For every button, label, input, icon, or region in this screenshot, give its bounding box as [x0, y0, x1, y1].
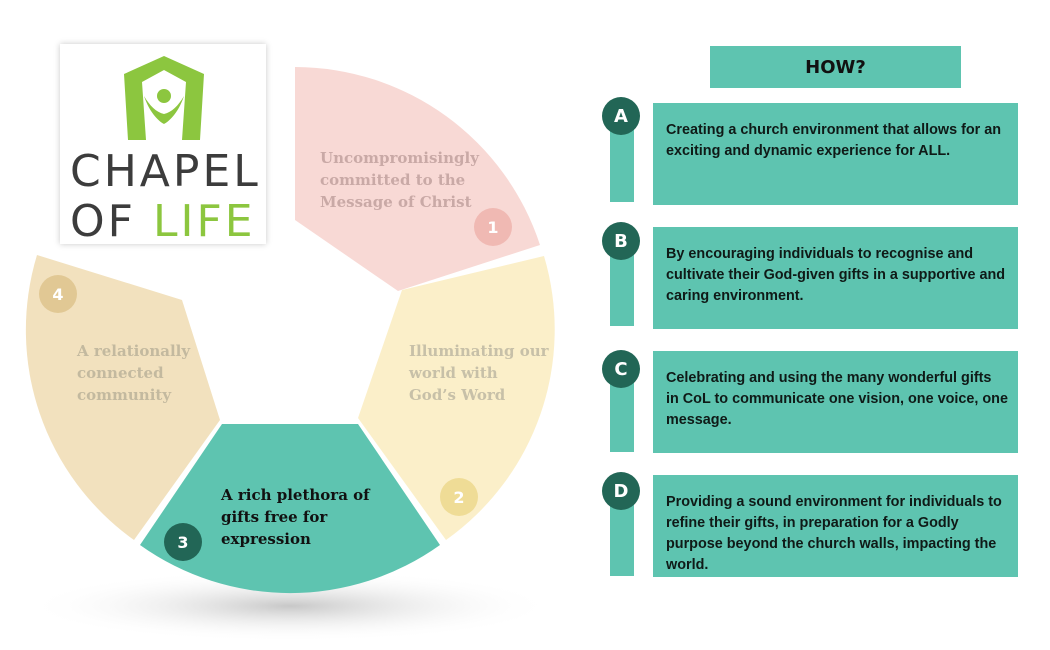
- item-c-text: Celebrating and using the many wonderful…: [653, 351, 1018, 453]
- item-b-text: By encouraging individuals to recognise …: [653, 227, 1018, 329]
- segment-2-line-1: Illuminating our: [409, 342, 550, 360]
- logo-word-of-life: OF LIFE: [70, 200, 256, 244]
- segment-3-shape: [140, 424, 440, 594]
- segment-4-line-1: A relationally: [76, 342, 191, 360]
- logo-word-life: LIFE: [152, 196, 256, 247]
- chapel-of-life-logo: CHAPEL OF LIFE: [60, 44, 266, 244]
- segment-3-badge: [164, 523, 202, 561]
- segment-1-text: Uncompromisingly committed to the Messag…: [320, 149, 484, 211]
- item-d-text: Providing a sound environment for indivi…: [653, 475, 1018, 577]
- person-house-icon: [124, 56, 204, 140]
- segment-3-text: A rich plethora of gifts free for expres…: [220, 486, 375, 548]
- segment-1-line-2: committed to the: [320, 171, 465, 189]
- purpose-wheel: Uncompromisingly committed to the Messag…: [25, 67, 555, 642]
- segment-2-line-3: God’s Word: [409, 386, 506, 404]
- item-b-badge: B: [602, 222, 640, 260]
- segment-3-line-3: expression: [221, 530, 311, 548]
- segment-2-line-2: world with: [408, 364, 498, 382]
- segment-4-line-2: connected: [77, 364, 164, 382]
- segment-1-line-3: Message of Christ: [320, 193, 472, 211]
- how-title: HOW?: [710, 46, 961, 88]
- segment-1-line-1: Uncompromisingly: [320, 149, 480, 167]
- item-c-badge: C: [602, 350, 640, 388]
- segment-4-badge: [39, 275, 77, 313]
- segment-2-shape: [358, 256, 555, 540]
- segment-1-badge: [474, 208, 512, 246]
- segment-4-shape: [25, 255, 220, 540]
- segment-4-number: 4: [52, 285, 63, 304]
- segment-4-text: A relationally connected community: [76, 342, 195, 404]
- segment-2-number: 2: [453, 488, 464, 507]
- segment-3-number: 3: [177, 533, 188, 552]
- item-a-badge: A: [602, 97, 640, 135]
- wheel-shadow: [25, 570, 555, 642]
- segment-3-line-1: A rich plethora of: [220, 486, 371, 504]
- segment-4-line-3: community: [77, 386, 172, 404]
- segment-2-badge: [440, 478, 478, 516]
- segment-2-text: Illuminating our world with God’s Word: [408, 342, 554, 404]
- item-a-text: Creating a church environment that allow…: [653, 103, 1018, 205]
- item-d-badge: D: [602, 472, 640, 510]
- logo-word-chapel: CHAPEL: [70, 146, 261, 197]
- logo-word-of: OF: [70, 196, 136, 247]
- segment-3-line-2: gifts free for: [221, 508, 328, 526]
- segment-1-number: 1: [487, 218, 498, 237]
